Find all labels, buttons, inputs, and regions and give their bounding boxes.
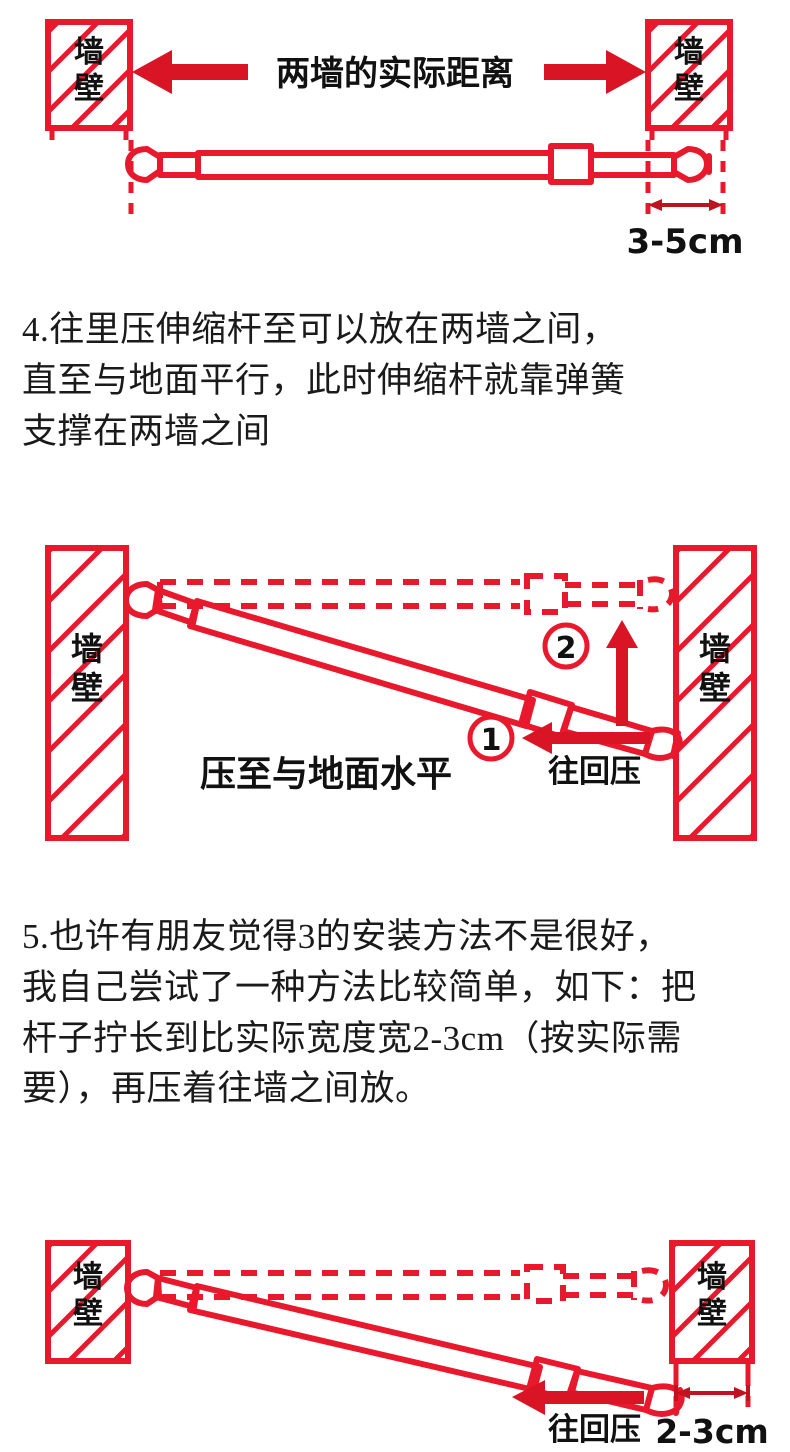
- figure-top-title: 两墙的实际距离: [276, 54, 514, 94]
- wall-block-left: 墙壁: [45, 19, 133, 131]
- wall-label-left-char1: 墙壁: [74, 35, 104, 107]
- dimension-2-3cm: 2-3cm: [655, 1375, 769, 1451]
- arrow-left-icon: [132, 50, 248, 94]
- dimension-label-2-3cm: 2-3cm: [655, 1412, 769, 1451]
- wall-hatching-right: [676, 548, 754, 838]
- push-back-label: 往回压: [548, 754, 641, 790]
- arrow-right-icon: [544, 50, 646, 94]
- tension-rod-top: [125, 143, 712, 185]
- tension-rod-tilted: [123, 581, 683, 761]
- figure-middle-caption: 压至与地面水平: [200, 754, 452, 795]
- wall-hatching-right: [648, 22, 730, 128]
- wall-label-right: 墙壁: [697, 1260, 727, 1332]
- tension-rod-ghost-position: [160, 1264, 670, 1304]
- wall-hatching-right: [672, 1243, 752, 1361]
- push-back-group: 往回压: [512, 1380, 644, 1448]
- dimension-3-5cm: 3-5cm: [626, 199, 744, 262]
- wall-label-left: 墙壁: [71, 630, 103, 707]
- wall-block-left: 墙壁: [45, 545, 129, 841]
- wall-hatching-left: [48, 548, 126, 838]
- wall-label-right-char1: 墙壁: [674, 35, 704, 107]
- push-back-label: 往回压: [548, 1412, 641, 1448]
- tension-rod-ghost-position: [157, 573, 676, 615]
- instruction-paragraph-step-5: 5.也许有朋友觉得3的安装方法不是很好， 我自己尝试了一种方法比较简单，如下：把…: [22, 917, 697, 1109]
- figure-press-level-with-ground: 墙壁 墙壁: [0, 530, 790, 880]
- wall-block-right: 墙壁: [645, 19, 733, 131]
- callout-1-circle: [467, 714, 515, 762]
- wall-block-right: 墙壁: [669, 1240, 755, 1364]
- figure-measure-wall-distance: 墙壁 墙壁 两墙的: [0, 0, 790, 270]
- wall-hatching-left: [48, 1243, 128, 1361]
- figure-extend-then-press: 墙壁 墙壁: [0, 1225, 790, 1452]
- wall-label-left: 墙壁: [73, 1260, 103, 1332]
- callout-2-label: 2: [556, 631, 577, 666]
- callout-2-circle: [542, 622, 590, 670]
- wall-hatching-left: [48, 22, 130, 128]
- callout-1-label: 1: [481, 723, 502, 758]
- dimension-label-3-5cm: 3-5cm: [626, 222, 743, 262]
- instruction-paragraph-step-4: 4.往里压伸缩杆至可以放在两墙之间， 直至与地面平行，此时伸缩杆就靠弹簧 支撑在…: [22, 310, 626, 451]
- wall-block-right: 墙壁: [673, 545, 757, 841]
- wall-block-left: 墙壁: [45, 1240, 131, 1364]
- callout-1-group: 1 往回压: [467, 714, 650, 790]
- callout-2-group: 2: [542, 620, 638, 726]
- wall-label-right: 墙壁: [699, 630, 731, 707]
